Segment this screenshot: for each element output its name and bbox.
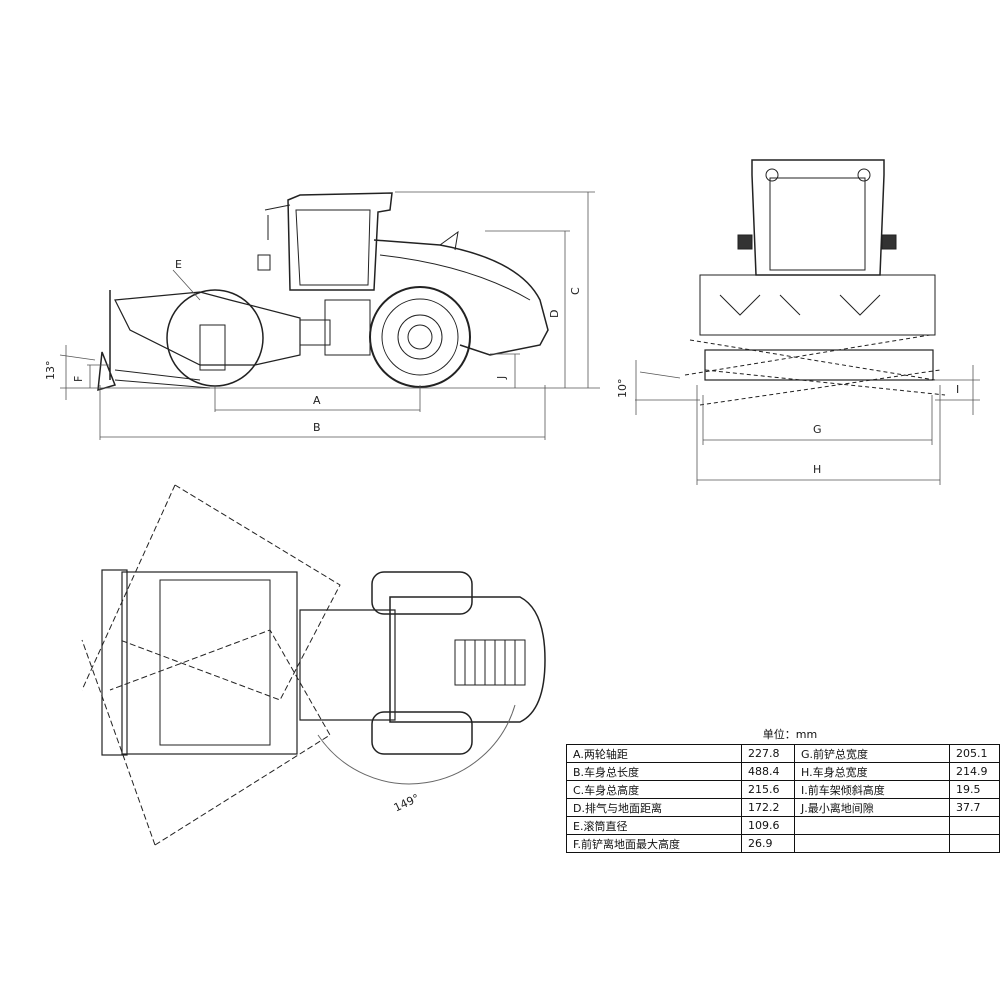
spec-value: 205.1 [949,744,1000,763]
angle-label-149: 149° [392,791,422,814]
spec-label [794,834,950,853]
spec-label: J.最小离地间隙 [794,798,950,817]
spec-label: I.前车架倾斜高度 [794,780,950,799]
table-row: F.前铲离地面最大高度 26.9 [566,834,1000,853]
table-row: C.车身总高度 215.6 I.前车架倾斜高度 19.5 [566,780,1000,799]
spec-value [949,816,1000,835]
spec-label: G.前铲总宽度 [794,744,950,763]
side-view: A B C D E F J 13° [44,191,600,440]
spec-label: B.车身总长度 [566,762,742,781]
spec-label: H.车身总宽度 [794,762,950,781]
angle-label-13: 13° [44,361,57,381]
dim-label-h: H [813,463,821,476]
dim-label-c: C [569,287,582,295]
spec-label: D.排气与地面距离 [566,798,742,817]
dim-label-f: F [72,376,85,382]
dim-label-g: G [813,423,822,436]
dim-label-b: B [313,421,321,434]
dim-label-e: E [175,258,182,271]
spec-value: 172.2 [741,798,795,817]
unit-label: 单位：mm [762,728,818,741]
table-row: A.两轮轴距 227.8 G.前铲总宽度 205.1 [566,744,1000,763]
spec-value: 109.6 [741,816,795,835]
spec-label: F.前铲离地面最大高度 [566,834,742,853]
spec-label [794,816,950,835]
front-view: G H I 10° [616,159,980,485]
spec-label: A.两轮轴距 [566,744,742,763]
spec-value: 26.9 [741,834,795,853]
spec-value: 19.5 [949,780,1000,799]
angle-label-10: 10° [616,379,629,399]
spec-value: 227.8 [741,744,795,763]
spec-table: A.两轮轴距 227.8 G.前铲总宽度 205.1 B.车身总长度 488.4… [566,744,1000,853]
spec-value [949,834,1000,853]
dim-label-a: A [313,394,321,407]
table-row: D.排气与地面距离 172.2 J.最小离地间隙 37.7 [566,798,1000,817]
spec-value: 488.4 [741,762,795,781]
spec-value: 37.7 [949,798,1000,817]
dim-label-j: J [495,376,508,380]
spec-value: 215.6 [741,780,795,799]
spec-label: C.车身总高度 [566,780,742,799]
table-row: E.滚筒直径 109.6 [566,816,1000,835]
top-view: 149° [81,484,546,846]
dim-label-d: D [548,310,561,318]
dim-label-i: I [956,383,959,396]
spec-label: E.滚筒直径 [566,816,742,835]
table-row: B.车身总长度 488.4 H.车身总宽度 214.9 [566,762,1000,781]
spec-value: 214.9 [949,762,1000,781]
